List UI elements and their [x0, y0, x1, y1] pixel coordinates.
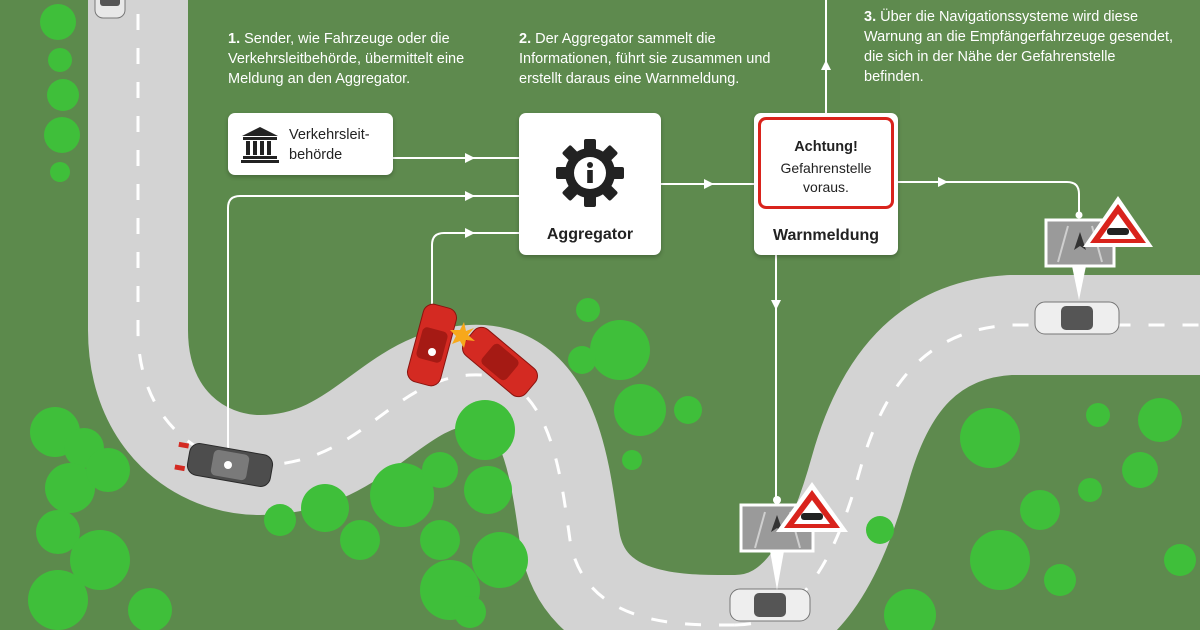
tree: [264, 504, 296, 536]
warning-text: Gefahrenstelle voraus.: [780, 160, 872, 195]
step-3-number: 3.: [864, 9, 877, 25]
step-2-number: 2.: [519, 31, 532, 47]
warning-message-frame: Achtung! Gefahrenstelle voraus.: [758, 117, 894, 209]
trees: [28, 4, 1196, 630]
car-top: [94, 0, 126, 19]
tree: [568, 346, 596, 374]
tree: [884, 589, 936, 630]
car-receiver-right: [1034, 301, 1120, 335]
tree: [48, 48, 72, 72]
step-1-text: 1. Sender, wie Fahrzeuge oder die Verkeh…: [228, 29, 478, 89]
step-1-number: 1.: [228, 31, 241, 47]
tree: [45, 463, 95, 513]
arrow-icon: [465, 191, 475, 201]
tree: [28, 570, 88, 630]
tree: [614, 384, 666, 436]
tree: [866, 516, 894, 544]
crash-car-1: [406, 303, 458, 387]
tree: [44, 117, 80, 153]
tree: [422, 452, 458, 488]
tree: [128, 588, 172, 630]
tree: [455, 400, 515, 460]
tree: [464, 466, 512, 514]
traffic-authority-card: Verkehrsleit- behörde: [228, 113, 393, 175]
tree: [1086, 403, 1110, 427]
arrow-icon: [704, 179, 714, 189]
arrow-icon: [938, 177, 948, 187]
vehicle-to-aggregator-line: [227, 195, 519, 465]
tree: [576, 298, 600, 322]
crash-to-aggregator-line: [431, 232, 519, 355]
tree: [622, 450, 642, 470]
tree: [1138, 398, 1182, 442]
tree: [420, 520, 460, 560]
crash-car-2: [462, 326, 538, 398]
arrow-icon: [465, 228, 475, 238]
warning-message-card: Achtung! Gefahrenstelle voraus. Warnmeld…: [754, 113, 898, 255]
tree: [1044, 564, 1076, 596]
step-2-text: 2. Der Aggregator sammelt die Informatio…: [519, 29, 794, 89]
tree: [1122, 452, 1158, 488]
tree: [36, 510, 80, 554]
tree: [370, 463, 434, 527]
impact-icon: [450, 322, 475, 348]
step-1-description: Sender, wie Fahrzeuge oder die Verkehrsl…: [228, 31, 465, 87]
tree: [301, 484, 349, 532]
gear-info-icon: [556, 139, 624, 207]
step-3-text: 3. Über die Navigationssysteme wird dies…: [864, 7, 1174, 87]
step-3-description: Über die Navigationssysteme wird diese W…: [864, 9, 1174, 85]
tree: [50, 162, 70, 182]
flow-lines: [227, 0, 1080, 500]
traffic-authority-label: Verkehrsleit- behörde: [289, 127, 370, 163]
tree: [454, 596, 486, 628]
aggregator-label: Aggregator: [546, 226, 634, 243]
tree: [970, 530, 1030, 590]
warning-triangle-icon: [776, 482, 848, 532]
tree: [340, 520, 380, 560]
tree: [674, 396, 702, 424]
arrow-icon: [821, 60, 831, 70]
car-receiver-bottom: [729, 588, 811, 622]
arrow-icon: [465, 153, 475, 163]
tree: [590, 320, 650, 380]
bank-building-icon: [241, 127, 279, 163]
tree: [86, 448, 130, 492]
tree: [1020, 490, 1060, 530]
arrow-icon: [771, 300, 781, 310]
tree: [1164, 544, 1196, 576]
tree: [40, 4, 76, 40]
flow-arrows: [465, 60, 948, 310]
warning-title: Achtung!: [794, 139, 858, 155]
tree: [960, 408, 1020, 468]
warning-triangle-icon: [1083, 196, 1153, 247]
aggregator-card: Aggregator: [519, 113, 661, 255]
step-2-description: Der Aggregator sammelt die Informationen…: [519, 31, 771, 87]
tree: [472, 532, 528, 588]
warning-label: Warnmeldung: [772, 227, 880, 244]
tree: [70, 530, 130, 590]
tree: [1078, 478, 1102, 502]
warning-to-car-right-line: [898, 181, 1080, 215]
tree: [47, 79, 79, 111]
